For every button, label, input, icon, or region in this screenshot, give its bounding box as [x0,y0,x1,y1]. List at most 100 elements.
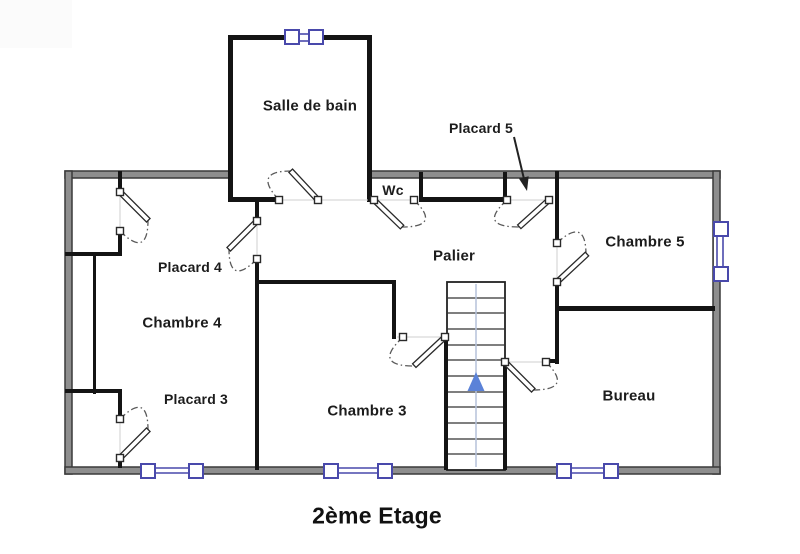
door-jamb [115,187,125,197]
wall [118,393,122,421]
door-jamb [544,195,554,205]
room-label-wc: Wc [382,182,404,198]
room-label-placard-5: Placard 5 [448,120,514,136]
chambre5-walls [546,171,715,364]
window-post [308,29,324,45]
room-label-placard-3: Placard 3 [163,391,229,407]
arrow-head [519,176,529,191]
wall [255,200,259,220]
door-jamb [552,238,562,248]
wall [367,35,372,202]
door-closet-bottom-left [115,406,151,463]
wall [444,337,448,470]
arrow-shaft [513,136,525,180]
window-post [140,463,156,479]
wall [555,171,559,245]
window-mask [298,33,310,42]
door-swing-arc [389,336,415,367]
door-swing-arc [119,406,149,431]
door-jamb [500,357,510,367]
room-label-chambre-3: Chambre 3 [327,402,407,420]
door-swing-arc [228,248,258,272]
room-label-placard-4: Placard 4 [157,259,223,275]
door-jamb [115,414,125,424]
door-placard-5 [493,195,554,230]
background-artifact [0,0,72,48]
door-placard-4 [226,216,262,272]
window-post [603,463,619,479]
window-post [556,463,572,479]
wall [93,254,96,394]
wall [64,170,233,179]
wall [392,280,396,339]
wall [255,260,259,470]
door-jamb [369,195,379,205]
door-jamb [252,254,262,264]
window-post [713,266,729,282]
door-jamb [115,226,125,236]
door-jamb [313,195,323,205]
staircase [444,281,507,471]
window-mask [155,466,189,475]
left-closet-walls [65,171,122,468]
door-bureau [500,357,558,393]
door-jamb [398,332,408,342]
door-jamb [115,453,125,463]
wall [228,35,233,202]
door-chambre-5 [552,231,590,287]
room-label-salle-de-bain: Salle de bain [262,97,358,115]
wall [503,360,507,470]
window-chambre-3 [323,463,393,479]
room-label-bureau: Bureau [602,387,656,405]
door-wc [369,195,427,230]
window-post [377,463,393,479]
door-jamb [274,195,284,205]
window-post [323,463,339,479]
door-swing-arc [532,361,558,391]
wall [255,280,396,284]
window-mask [338,466,378,475]
stairs-up-arrow-icon [467,372,485,391]
room-label-palier: Palier [432,247,476,265]
wall [118,229,122,256]
window-mask [571,466,604,475]
window-post [284,29,300,45]
wall [118,171,122,194]
door-jamb [552,277,562,287]
wall [546,359,559,363]
wall [419,172,423,202]
wall [712,170,721,475]
wall [228,197,280,202]
window-chambre-5 [713,221,729,282]
door-closet-top-left [115,187,151,244]
wall [65,389,122,393]
door-jamb [252,216,262,226]
window-mask [714,236,723,267]
wall [557,306,715,311]
door-jamb [502,195,512,205]
door-swing-arc [267,170,292,201]
door-jamb [409,195,419,205]
wall [503,172,507,202]
floor-title: 2ème Etage [312,502,442,529]
door-chambre-3 [389,332,450,369]
room-label-chambre-5: Chambre 5 [605,233,685,251]
placard5-pointer-arrow-icon [513,136,529,191]
door-jamb [541,357,551,367]
wall [555,280,559,364]
window-chambre-4 [140,463,204,479]
window-salle-de-bain [284,29,324,45]
chambre3-walls [255,200,396,470]
door-swing-arc [493,199,520,228]
wall [419,197,507,202]
window-post [188,463,204,479]
wall [64,170,73,475]
window-post [713,221,729,237]
window-bureau [556,463,619,479]
door-jamb [440,332,450,342]
door-swing-arc [401,199,427,228]
door-salle-de-bain [267,168,323,205]
door-swing-arc [556,231,587,256]
